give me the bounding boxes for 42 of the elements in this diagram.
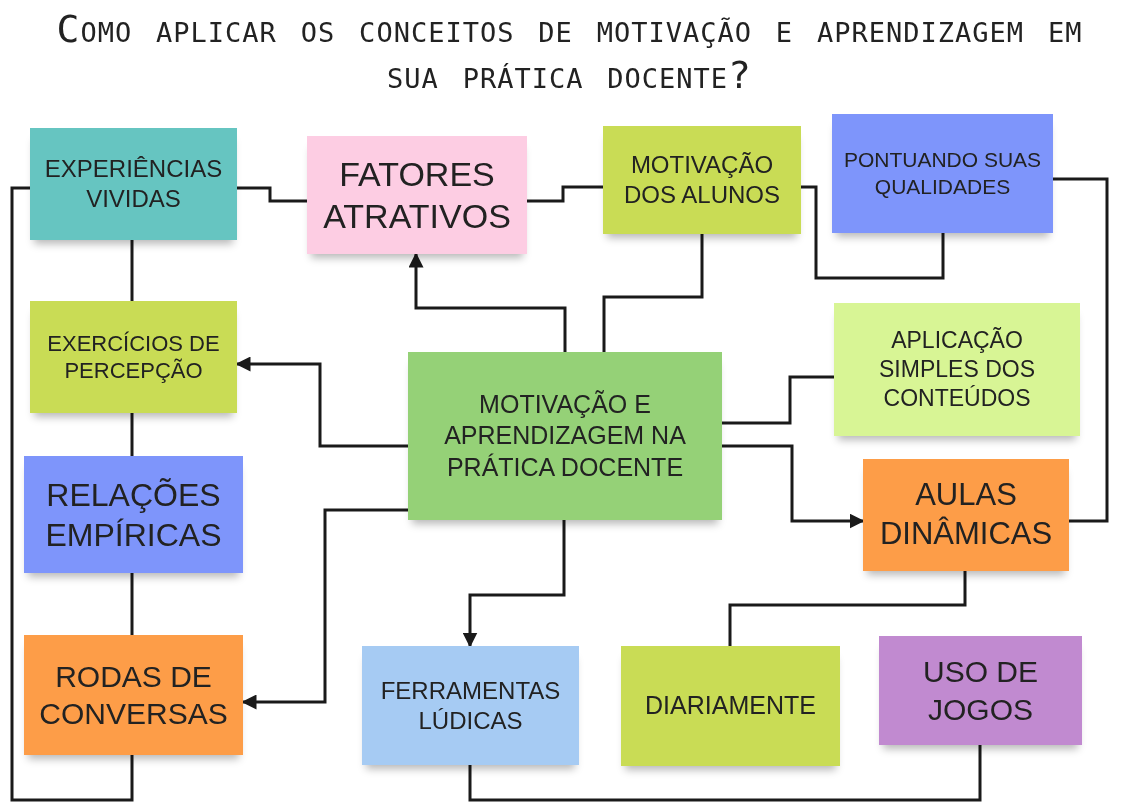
- note-text: RELAÇÕES EMPÍRICAS: [44, 475, 223, 555]
- sticky-note: [603, 126, 801, 234]
- connector-line: [527, 185, 603, 203]
- connector-line: [1053, 177, 1109, 523]
- sticky-note: [863, 459, 1069, 571]
- arrow: [462, 520, 566, 648]
- connector-line: [237, 186, 307, 203]
- connector-line: [130, 413, 134, 456]
- sticky-note: [362, 646, 579, 765]
- sticky-note: [307, 136, 527, 254]
- connector-line: [801, 185, 945, 280]
- note-text: MOTIVAÇÃO DOS ALUNOS: [622, 150, 781, 210]
- sticky-note: [832, 114, 1053, 233]
- note-text: DIARIAMENTE: [644, 690, 817, 722]
- sticky-note: [24, 635, 243, 755]
- sticky-note: [30, 301, 237, 413]
- sticky-note: [834, 303, 1080, 436]
- connector-line: [130, 573, 134, 635]
- connector-line: [468, 745, 982, 802]
- note-text: RODAS DE CONVERSAS: [38, 658, 229, 732]
- sticky-note: [879, 636, 1082, 745]
- diagram-title: Como aplicar os conceitos de motivação e aprendizagem em sua prática docente?: [55, 6, 1084, 98]
- sticky-note: [24, 456, 243, 573]
- sticky-note: [408, 352, 722, 520]
- note-text: MOTIVAÇÃO E APRENDIZAGEM NA PRÁTICA DOCENTE: [443, 389, 687, 483]
- sticky-note: [30, 128, 237, 240]
- arrow: [408, 252, 567, 352]
- connector-line: [728, 571, 967, 646]
- sticky-note: [621, 646, 840, 766]
- note-text: APLICAÇÃO SIMPLES DOS CONTEÚDOS: [878, 326, 1036, 413]
- note-text: PONTUANDO SUAS QUALIDADES: [842, 147, 1043, 200]
- note-text: EXPERIÊNCIAS VIVIDAS: [43, 154, 224, 214]
- connector-line: [130, 240, 134, 301]
- note-text: FATORES ATRATIVOS: [322, 153, 512, 237]
- note-text: AULAS DINÂMICAS: [878, 476, 1054, 553]
- note-text: USO DE JOGOS: [922, 654, 1039, 728]
- note-text: FERRAMENTAS LÚDICAS: [379, 675, 562, 736]
- note-text: EXERCÍCIOS DE PERCEPÇÃO: [46, 329, 221, 385]
- connector-line: [10, 186, 134, 802]
- connector-line: [722, 375, 834, 425]
- arrow: [722, 444, 865, 529]
- connector-line: [602, 234, 704, 352]
